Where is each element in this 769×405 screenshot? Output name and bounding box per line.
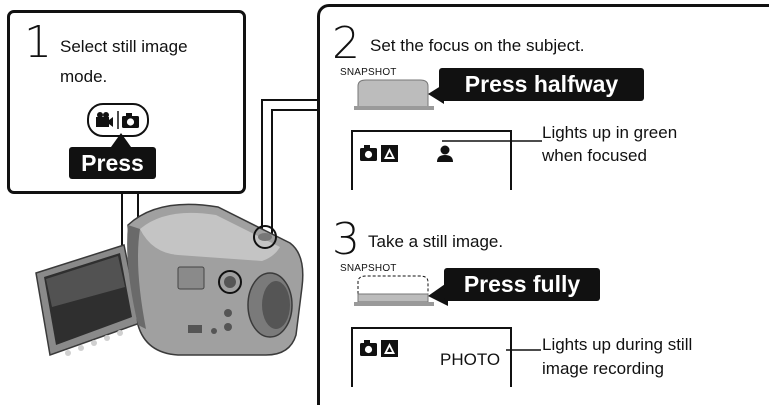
step2-press-halfway-button: Press halfway [439, 68, 644, 101]
step2-callout-line2: when focused [542, 145, 647, 167]
step3-callout-line1: Lights up during still [542, 334, 692, 356]
step3-lcd-display: PHOTO [351, 327, 512, 387]
step1-press-button: Press [69, 147, 156, 179]
camera-icon [360, 145, 377, 161]
camera-icon [360, 340, 377, 356]
step1-instruction-line1: Select still image [60, 36, 188, 58]
step3-number: 3 [332, 218, 360, 262]
step3-snapshot-button-icon [350, 274, 450, 308]
step2-snapshot-label: SNAPSHOT [340, 67, 397, 78]
auto-mode-icon [381, 340, 398, 357]
step3-press-fully-button: Press fully [444, 268, 600, 301]
camera-icon [122, 113, 139, 128]
step1-panel: 1 Select still image mode. Press [7, 10, 246, 194]
step2-instruction: Set the focus on the subject. [370, 35, 585, 57]
step3-instruction: Take a still image. [368, 231, 503, 253]
person-focus-icon [437, 146, 453, 163]
step3-lcd-photo-text: PHOTO [440, 350, 500, 370]
step1-instruction-line2: mode. [60, 66, 107, 88]
camera-body [127, 204, 303, 355]
mode-switch-icons [94, 110, 142, 130]
video-camera-icon [96, 112, 113, 127]
step3-callout-line2: image recording [542, 358, 664, 380]
camcorder-illustration [28, 195, 328, 375]
step3-snapshot-label: SNAPSHOT [340, 263, 397, 274]
mode-switch[interactable] [87, 103, 149, 137]
step2-snapshot-button-icon [350, 78, 445, 112]
step3-callout-line [505, 344, 545, 356]
auto-mode-icon [381, 145, 398, 162]
step2-callout-line [440, 135, 550, 147]
step1-number: 1 [24, 21, 52, 65]
lcd-panel [36, 245, 140, 356]
step2-number: 2 [332, 22, 360, 66]
step2-callout-line1: Lights up in green [542, 122, 677, 144]
step3-lcd-icons [359, 337, 409, 361]
